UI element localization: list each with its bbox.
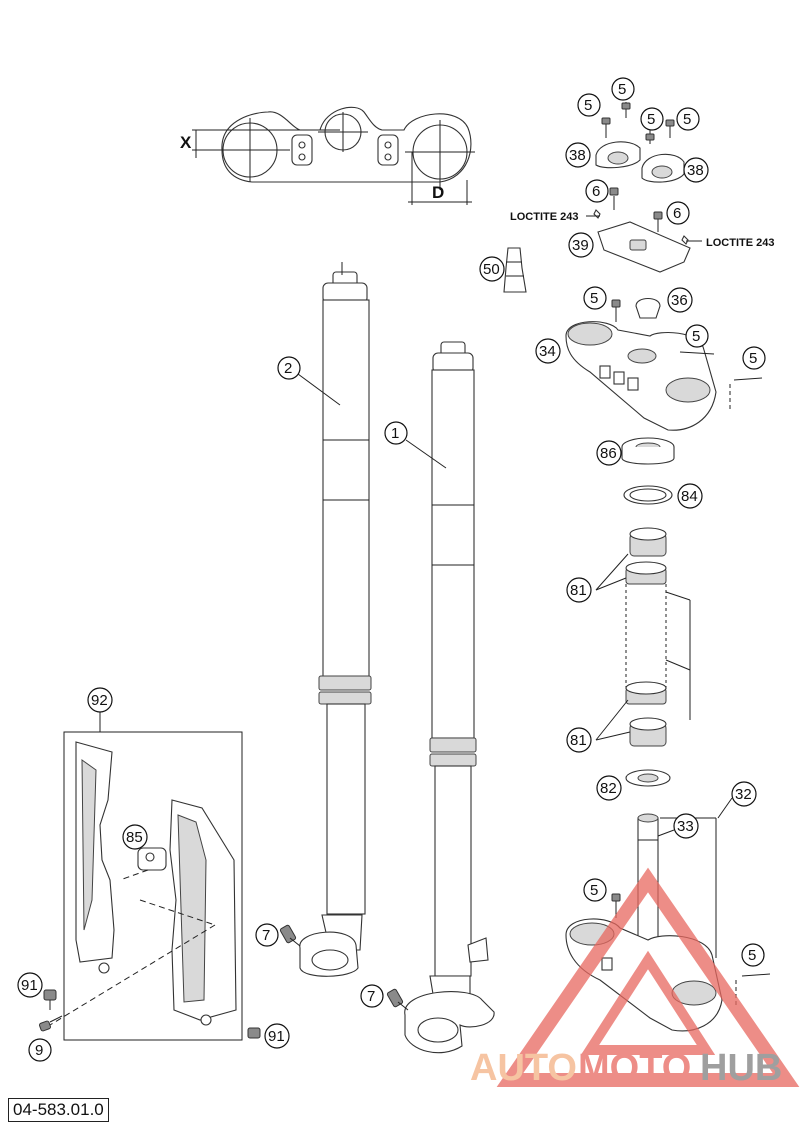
watermark-logo: AUTO MOTO HUB xyxy=(470,867,800,1089)
callout-38: 38 xyxy=(687,162,704,179)
callout-5: 5 xyxy=(683,111,691,128)
callout-82: 82 xyxy=(600,780,617,797)
clamp-top-view: X D xyxy=(180,106,475,205)
screws-group xyxy=(38,924,409,1039)
upper-triple-clamp xyxy=(565,297,763,431)
callout-92: 92 xyxy=(91,692,108,709)
document-code: 04-583.01.0 xyxy=(8,1098,109,1122)
callout-34: 34 xyxy=(539,343,556,360)
watermark-text-moto: MOTO xyxy=(578,1047,691,1089)
fork-protector-group xyxy=(49,712,243,1041)
item-50-tool xyxy=(503,247,527,293)
callout-5: 5 xyxy=(618,81,626,98)
callouts: 5 5 5 5 38 38 6 6 LOCTITE 243 LOCTITE 24… xyxy=(17,77,774,1062)
callout-36: 36 xyxy=(671,292,688,309)
callout-85: 85 xyxy=(126,829,143,846)
callout-91: 91 xyxy=(268,1028,285,1045)
callout-2: 2 xyxy=(284,360,292,377)
callout-5: 5 xyxy=(748,947,756,964)
dimension-x-label: X xyxy=(180,133,192,152)
callout-5: 5 xyxy=(590,882,598,899)
watermark-text-hub: HUB xyxy=(700,1047,782,1089)
callout-5: 5 xyxy=(692,328,700,345)
callout-9: 9 xyxy=(35,1042,43,1059)
steering-bearings xyxy=(595,437,691,787)
dimension-d-label: D xyxy=(432,183,444,202)
callout-91: 91 xyxy=(21,977,38,994)
callout-6: 6 xyxy=(592,183,600,200)
loctite-note-left: LOCTITE 243 xyxy=(510,211,578,223)
callout-6: 6 xyxy=(673,205,681,222)
callout-5: 5 xyxy=(647,111,655,128)
callout-1: 1 xyxy=(391,425,399,442)
callout-50: 50 xyxy=(483,261,500,278)
callout-33: 33 xyxy=(677,818,694,835)
fork-leg-1 xyxy=(404,341,495,1054)
fork-leg-2 xyxy=(299,262,372,977)
callout-5: 5 xyxy=(584,97,592,114)
callout-5: 5 xyxy=(590,290,598,307)
callout-7: 7 xyxy=(262,927,270,944)
callout-39: 39 xyxy=(572,237,589,254)
handlebar-clamps xyxy=(586,102,702,273)
callout-32: 32 xyxy=(735,786,752,803)
callout-38: 38 xyxy=(569,147,586,164)
callout-5: 5 xyxy=(749,350,757,367)
callout-81: 81 xyxy=(570,582,587,599)
callout-7: 7 xyxy=(367,988,375,1005)
watermark-text-auto: AUTO xyxy=(470,1047,577,1089)
loctite-note-right: LOCTITE 243 xyxy=(706,237,774,249)
callout-81: 81 xyxy=(570,732,587,749)
callout-84: 84 xyxy=(681,488,698,505)
callout-86: 86 xyxy=(600,445,617,462)
